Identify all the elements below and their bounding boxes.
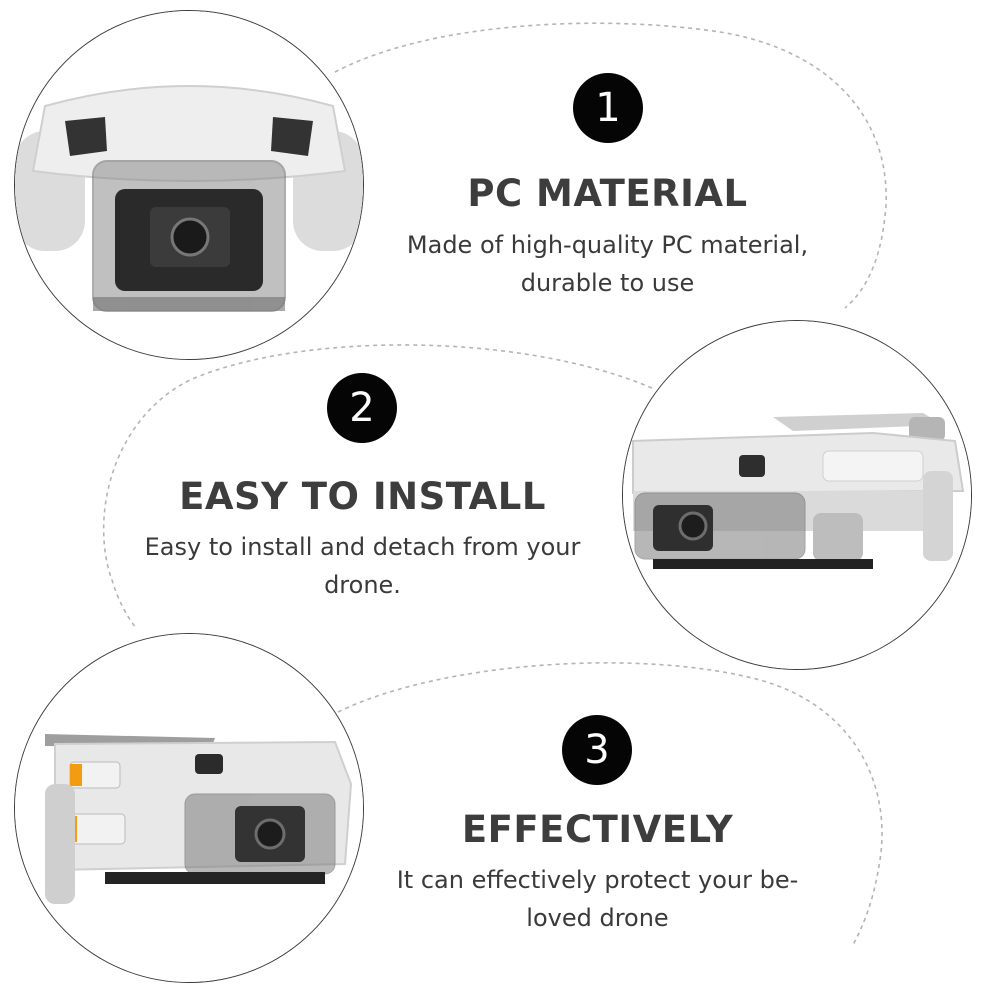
drone-with-gimbal-cover-side-illustration — [623, 321, 971, 669]
feature-description-1-line-1: Made of high-quality PC material, — [406, 231, 809, 259]
feature-description-2-line-2: drone. — [324, 571, 401, 599]
feature-description-1-line-2: durable to use — [520, 269, 695, 297]
product-photo-2 — [622, 320, 972, 670]
feature-description-2-line-1: Easy to install and detach from your — [144, 533, 581, 561]
step-badge-1: 1 — [573, 73, 643, 143]
product-photo-1 — [14, 10, 364, 360]
step-badge-2: 2 — [327, 373, 397, 443]
feature-description-3-line-2: loved drone — [526, 904, 669, 932]
feature-description-2: Easy to install and detach from your dro… — [105, 528, 620, 604]
drone-camera-cover-closeup-illustration — [15, 11, 363, 359]
dashed-outline-1 — [334, 22, 887, 309]
dashed-outline-2 — [102, 344, 653, 629]
folded-drone-with-cover-illustration — [15, 634, 363, 982]
feature-description-1: Made of high-quality PC material, durabl… — [370, 226, 845, 302]
feature-title-1: PC MATERIAL — [467, 172, 748, 215]
feature-title-3: EFFECTIVELY — [461, 808, 734, 851]
dashed-outline-3 — [337, 662, 883, 946]
product-photo-3 — [14, 633, 364, 983]
step-badge-3: 3 — [562, 715, 632, 785]
feature-title-2: EASY TO INSTALL — [179, 475, 546, 518]
feature-description-3: It can effectively protect your be- love… — [345, 861, 850, 937]
feature-description-3-line-1: It can effectively protect your be- — [396, 866, 799, 894]
